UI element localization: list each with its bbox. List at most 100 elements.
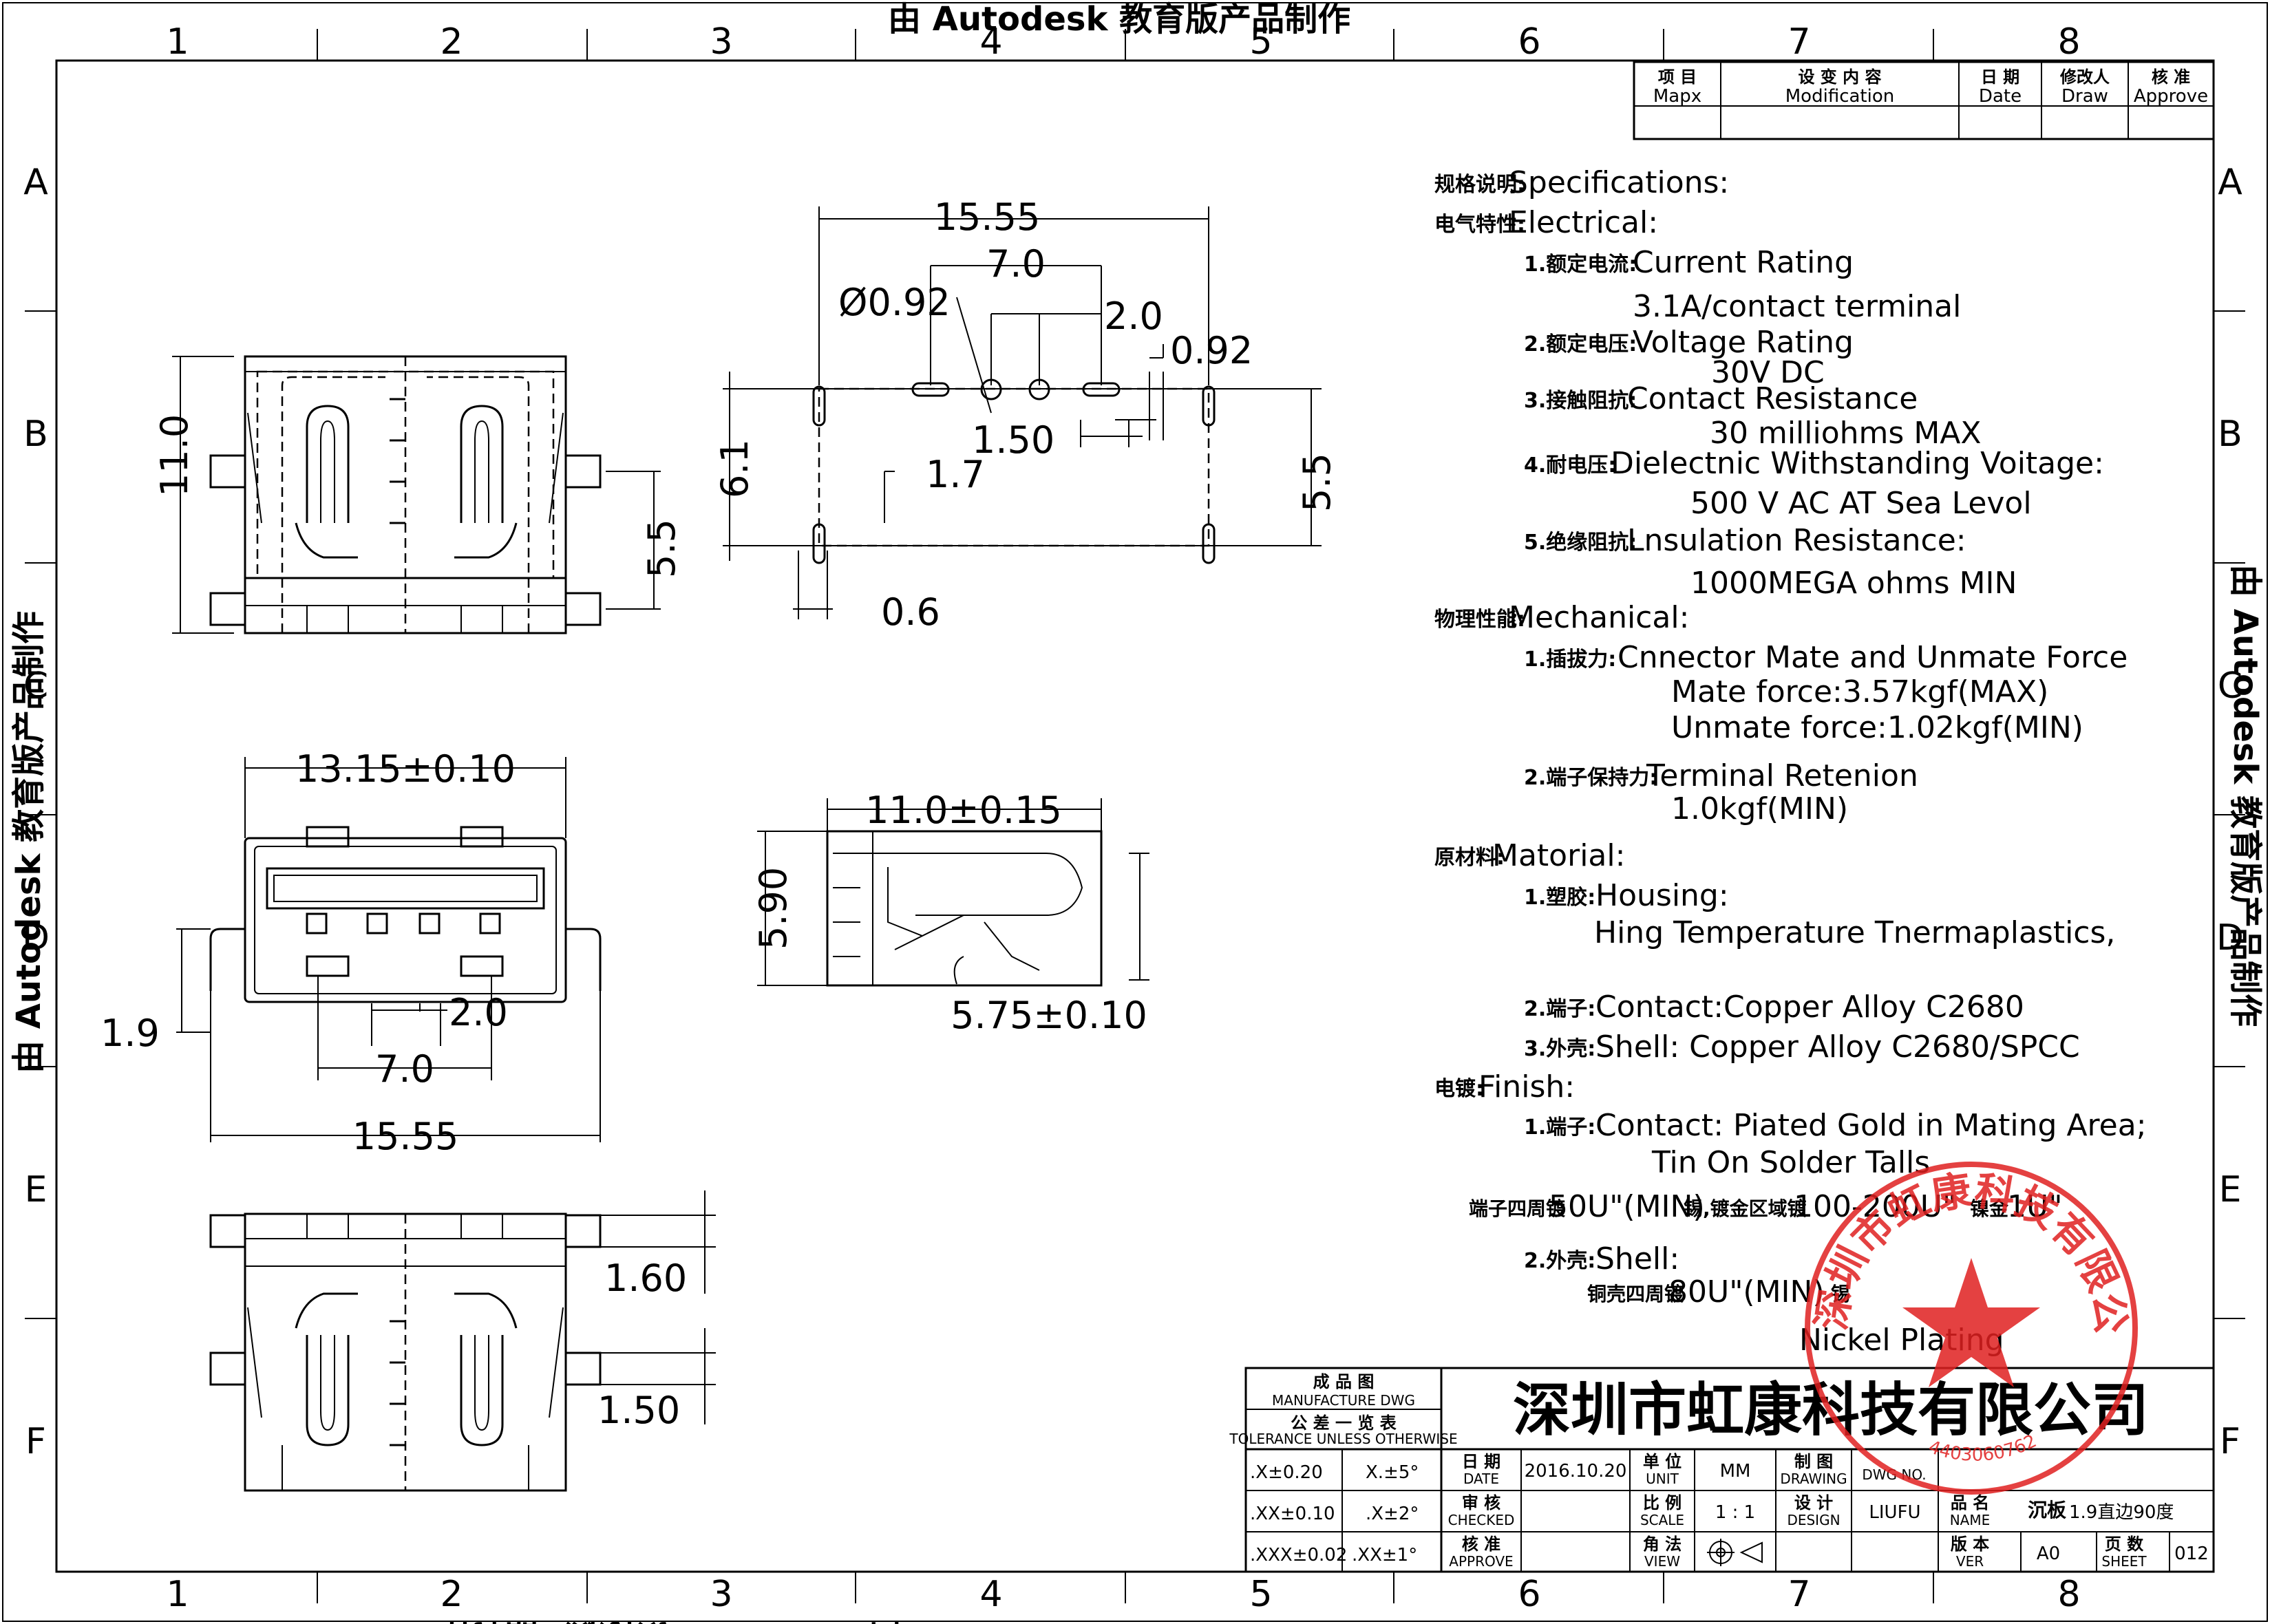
dim-pcb-150: 1.50 [972, 418, 1054, 462]
dim-pcb-55: 5.5 [1295, 453, 1339, 512]
spec-t1-cn: 1.塑胶: [1524, 886, 1595, 910]
dim-side-575: 5.75±0.10 [951, 994, 1147, 1037]
spec-f1-c-cn1: 端子四周镀 [1469, 1197, 1566, 1220]
spec-e4-cn: 4.耐电压: [1524, 453, 1616, 478]
tb-sheet-val: 012 [2174, 1543, 2209, 1564]
tol-row-b: X.±5° [1366, 1462, 1419, 1483]
tb-approve-cn: 核 准 [1462, 1535, 1500, 1554]
tb-sheet-cn: 页 数 [2105, 1535, 2144, 1554]
col-label: 5 [1249, 21, 1272, 63]
front-view [176, 757, 602, 1142]
tb-approve-lbl: APPROVE [1449, 1553, 1513, 1570]
tb-date-val: 2016.10.20 [1525, 1461, 1627, 1482]
revision-table: 项 目 Mapx 设 变 内 容 Modification 日 期 Date 修… [1633, 61, 2215, 140]
dim-pcb-7: 7.0 [986, 242, 1046, 286]
tb-unit-lbl: UNIT [1646, 1471, 1679, 1487]
spec-mech: Mechanical: [1509, 600, 1689, 635]
title-block: 成 品 图 MANUFACTURE DWG 公 差 一 览 表 TOLERANC… [1229, 1367, 2215, 1573]
spec-title: Specifications: [1509, 165, 1729, 200]
col-label: 3 [710, 1574, 732, 1615]
dim-front-2: 2.0 [449, 991, 508, 1034]
spec-f2: Shell: [1595, 1241, 1679, 1276]
watermark-bottom: 由 Autodesk 教育版产品制作 [439, 1617, 902, 1624]
tb-ver-cn: 版 本 [1951, 1535, 1989, 1554]
rev-header-cn: 设 变 内 容 [1798, 67, 1881, 87]
spec-e5-cn: 5.绝缘阻抗: [1524, 531, 1637, 555]
spec-f1-c3: 1U" [2007, 1189, 2062, 1224]
tb-view-cn: 角 法 [1643, 1535, 1682, 1554]
tb-design-val: LIUFU [1869, 1502, 1920, 1523]
spec-e3-cn: 3.接触阻抗: [1524, 389, 1637, 413]
dim-side-11: 11.0±0.15 [865, 789, 1062, 832]
tb-checked-lbl: CHECKED [1448, 1512, 1515, 1528]
watermark-right: 由 Autodesk 教育版产品制作 [2226, 564, 2264, 1027]
tb-name-val-cn: 沉板 [2028, 1499, 2066, 1521]
side-view [757, 798, 1149, 987]
dim-side-59: 5.90 [752, 867, 795, 950]
spec-f2-b-cn2: 锡 [1831, 1283, 1850, 1305]
tb-scale-cn: 比 例 [1643, 1493, 1682, 1513]
tb-date-lbl: DATE [1463, 1471, 1499, 1487]
col-label: 4 [979, 1574, 1002, 1615]
spec-t1: Housing: [1595, 878, 1729, 913]
projection-symbol-icon [1707, 1539, 1763, 1566]
row-label: F [2220, 1421, 2240, 1462]
specifications: 规格说明: Specifications: 电气特性: Electrical: … [1434, 165, 2147, 1358]
rev-header-cn: 项 目 [1658, 67, 1697, 87]
tol-row-b: .X±2° [1366, 1504, 1419, 1524]
col-label: 1 [166, 1574, 189, 1615]
spec-e4-val: 500 V AC AT Sea Levol [1690, 486, 2032, 521]
spec-t3-cn: 3.外壳: [1524, 1037, 1595, 1061]
col-label: 5 [1249, 1574, 1272, 1615]
dim-pcb-61: 6.1 [713, 439, 756, 498]
rev-header-cn: 核 准 [2152, 67, 2190, 87]
tol-row-a: .XX±0.10 [1250, 1504, 1335, 1524]
tol-row-a: .X±0.20 [1250, 1462, 1323, 1483]
row-label: E [2219, 1169, 2242, 1210]
tb-unit-cn: 单 位 [1643, 1452, 1682, 1471]
dim-front-19: 1.9 [100, 1012, 160, 1055]
spec-e3: Contact Resistance [1627, 381, 1918, 416]
spec-e5: Lnsulation Resistance: [1627, 523, 1966, 558]
rev-header: Mapx [1653, 86, 1701, 107]
tb-tol: TOLERANCE UNLESS OTHERWISE [1229, 1431, 1457, 1447]
spec-f1-b: Tin On Solder Talls [1651, 1145, 1930, 1180]
tol-row-b: .XX±1° [1352, 1545, 1417, 1566]
tb-drawing-cn: 制 图 [1794, 1452, 1833, 1471]
row-label: C [2218, 665, 2242, 707]
spec-m2-cn: 2.端子保持力: [1524, 766, 1657, 790]
spec-t3: Shell: Copper Alloy C2680/SPCC [1595, 1029, 2080, 1065]
dim-pcb-06: 0.6 [881, 590, 940, 634]
spec-e5-val: 1000MEGA ohms MIN [1690, 566, 2017, 601]
row-label: A [2218, 162, 2242, 203]
row-label: B [23, 414, 48, 455]
tb-drawing-lbl: DRAWING [1780, 1471, 1847, 1487]
inner-border [55, 59, 2215, 1573]
spec-e3-val: 30 milliohms MAX [1710, 416, 1982, 451]
dim-pcb-width: 15.55 [934, 195, 1041, 239]
spec-f1-c1: 50U"(MIN) [1549, 1189, 1705, 1224]
row-label: C [23, 665, 48, 707]
spec-m1-b: Unmate force:1.02kgf(MIN) [1671, 710, 2083, 745]
spec-t2: Contact:Copper Alloy C2680 [1595, 990, 2024, 1025]
spec-t1-val: Hing Temperature Tnermaplastics, [1594, 915, 2115, 950]
tb-unit-val: MM [1720, 1461, 1751, 1482]
tb-checked-cn: 审 核 [1462, 1493, 1500, 1513]
col-label: 2 [440, 21, 463, 63]
dim-left-11: 11.0 [153, 414, 196, 497]
tb-ver-val: A0 [2037, 1543, 2060, 1564]
spec-e1-val: 3.1A/contact terminal [1633, 289, 1961, 324]
col-label: 8 [2057, 21, 2080, 63]
dim-left-55: 5.5 [640, 519, 683, 578]
tb-sheet-lbl: SHEET [2101, 1553, 2147, 1570]
tb-view-lbl: VIEW [1644, 1553, 1680, 1570]
col-label: 1 [166, 21, 189, 63]
spec-mat: Matorial: [1492, 838, 1625, 873]
col-label: 8 [2057, 1574, 2080, 1615]
tb-mfg: MANUFACTURE DWG [1272, 1392, 1415, 1409]
tb-name-val: 1.9直边90度 [2069, 1502, 2174, 1523]
spec-e4: Dielectnic Withstanding Voitage: [1611, 446, 2104, 481]
spec-e1: Current Rating [1633, 245, 1854, 280]
spec-mech-cn: 物理性能: [1434, 608, 1525, 632]
spec-f2-b: 80U"(MIN) [1668, 1274, 1825, 1310]
